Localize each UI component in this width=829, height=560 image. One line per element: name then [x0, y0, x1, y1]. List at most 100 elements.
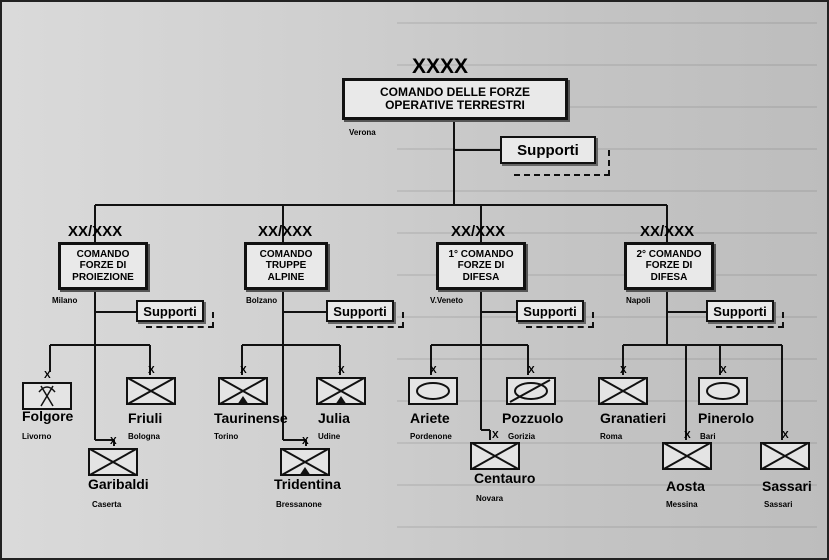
- brigade-name: Pozzuolo: [502, 410, 564, 426]
- brigade-name: Ariete: [410, 410, 450, 426]
- command-location: Bolzano: [246, 296, 278, 305]
- parachute-infantry-icon: [22, 382, 72, 415]
- command-supporti-box: Supporti: [326, 300, 394, 322]
- brigade-name: Friuli: [128, 410, 163, 426]
- brigade-echelon-marker: X: [430, 365, 437, 376]
- brigade-echelon-marker: X: [528, 365, 535, 376]
- top-command-box: COMANDO DELLE FORZE OPERATIVE TERRESTRI: [342, 78, 568, 120]
- mountain-infantry-icon: [217, 376, 269, 410]
- brigade-echelon-marker: X: [720, 365, 727, 376]
- brigade-echelon-marker: X: [110, 436, 117, 447]
- bleed-through-text: [397, 526, 817, 528]
- command-supporti-box: Supporti: [136, 300, 204, 322]
- command-location: Napoli: [626, 296, 651, 305]
- brigade-location: Bologna: [128, 432, 160, 441]
- infantry-icon: [597, 376, 649, 410]
- bleed-through-text: [397, 148, 817, 150]
- brigade-echelon-marker: X: [684, 430, 691, 441]
- command-supporti-box: Supporti: [516, 300, 584, 322]
- bleed-through-text: [397, 442, 817, 444]
- supporti-dashed-shadow: [336, 312, 404, 328]
- brigade-location: Gorizia: [508, 432, 536, 441]
- command-box-proiezione: COMANDO FORZE DI PROIEZIONE: [58, 242, 148, 290]
- infantry-icon: [759, 441, 811, 475]
- brigade-name: Centauro: [474, 470, 536, 486]
- mountain-infantry-icon: [279, 447, 331, 481]
- infantry-icon: [661, 441, 713, 475]
- command-box-2-difesa: 2° COMANDO FORZE DI DIFESA: [624, 242, 714, 290]
- top-command-name-line2: OPERATIVE TERRESTRI: [385, 98, 525, 112]
- command-name-line: FORZE DI: [645, 260, 693, 272]
- command-name-line: COMANDO: [76, 249, 130, 261]
- brigade-name: Aosta: [666, 478, 705, 494]
- command-location: Milano: [52, 296, 78, 305]
- infantry-icon: [125, 376, 177, 410]
- supporti-dashed-shadow: [716, 312, 784, 328]
- command-name-line: TRUPPE: [265, 260, 307, 272]
- command-name-line: DIFESA: [650, 271, 688, 283]
- brigade-echelon-marker: X: [338, 365, 345, 376]
- supporti-dashed-shadow: [526, 312, 594, 328]
- command-name-line: FORZE DI: [79, 260, 127, 272]
- command-supporti-label: Supporti: [143, 303, 197, 319]
- brigade-echelon-marker: X: [492, 430, 499, 441]
- bleed-through-text: [397, 232, 817, 234]
- brigade-location: Caserta: [92, 500, 122, 509]
- top-supporti-label: Supporti: [517, 141, 579, 159]
- brigade-name: Tridentina: [274, 476, 341, 492]
- bleed-through-text: [397, 274, 817, 276]
- top-command-name-line1: COMANDO DELLE FORZE: [380, 84, 530, 99]
- brigade-echelon-marker: X: [302, 436, 309, 447]
- brigade-location: Sassari: [764, 500, 793, 509]
- brigade-location: Roma: [600, 432, 623, 441]
- command-name-line: COMANDO: [259, 249, 313, 261]
- brigade-name: Sassari: [762, 478, 812, 494]
- brigade-location: Udine: [318, 432, 341, 441]
- brigade-echelon-marker: X: [782, 430, 789, 441]
- infantry-icon: [87, 447, 139, 481]
- brigade-echelon-marker: X: [148, 365, 155, 376]
- brigade-location: Bari: [700, 432, 716, 441]
- command-supporti-label: Supporti: [523, 303, 577, 319]
- brigade-echelon-marker: X: [240, 365, 247, 376]
- command-name-line: ALPINE: [267, 271, 305, 283]
- command-supporti-label: Supporti: [333, 303, 387, 319]
- brigade-location: Torino: [214, 432, 239, 441]
- armour-icon: [408, 377, 458, 410]
- brigade-location: Livorno: [22, 432, 52, 441]
- top-echelon-marker: XXXX: [412, 55, 469, 78]
- brigade-name: Pinerolo: [698, 410, 755, 426]
- brigade-location: Novara: [476, 494, 504, 503]
- command-location: V.Veneto: [430, 296, 464, 305]
- command-echelon-marker: XX/XXX: [68, 223, 123, 240]
- armour-icon: [698, 377, 748, 410]
- command-name-line: 2° COMANDO: [636, 249, 702, 261]
- brigade-name: Julia: [318, 410, 350, 426]
- bleed-through-text: [397, 22, 817, 24]
- brigade-echelon-marker: X: [44, 370, 51, 381]
- command-box-1-difesa: 1° COMANDO FORZE DI DIFESA: [436, 242, 526, 290]
- command-echelon-marker: XX/XXX: [451, 223, 506, 240]
- brigade-name: Taurinense: [214, 410, 288, 426]
- brigade-name: Folgore: [22, 408, 74, 424]
- supporti-dashed-shadow: [146, 312, 214, 328]
- brigade-location: Pordenone: [410, 432, 452, 441]
- bleed-through-text: [397, 64, 817, 66]
- command-name-line: PROIEZIONE: [72, 271, 134, 283]
- mountain-infantry-icon: [315, 376, 367, 410]
- top-supporti-box: Supporti: [500, 136, 596, 164]
- brigade-location: Messina: [666, 500, 698, 509]
- brigade-echelon-marker: X: [620, 365, 627, 376]
- command-supporti-box: Supporti: [706, 300, 774, 322]
- top-command-location: Verona: [349, 128, 376, 137]
- command-name-line: 1° COMANDO: [448, 249, 514, 261]
- bleed-through-text: [397, 106, 817, 108]
- command-box-alpine: COMANDO TRUPPE ALPINE: [244, 242, 328, 290]
- bleed-through-text: [397, 358, 817, 360]
- command-name-line: DIFESA: [462, 271, 500, 283]
- command-supporti-label: Supporti: [713, 303, 767, 319]
- brigade-name: Garibaldi: [88, 476, 149, 492]
- command-name-line: FORZE DI: [457, 260, 505, 272]
- bleed-through-text: [397, 190, 817, 192]
